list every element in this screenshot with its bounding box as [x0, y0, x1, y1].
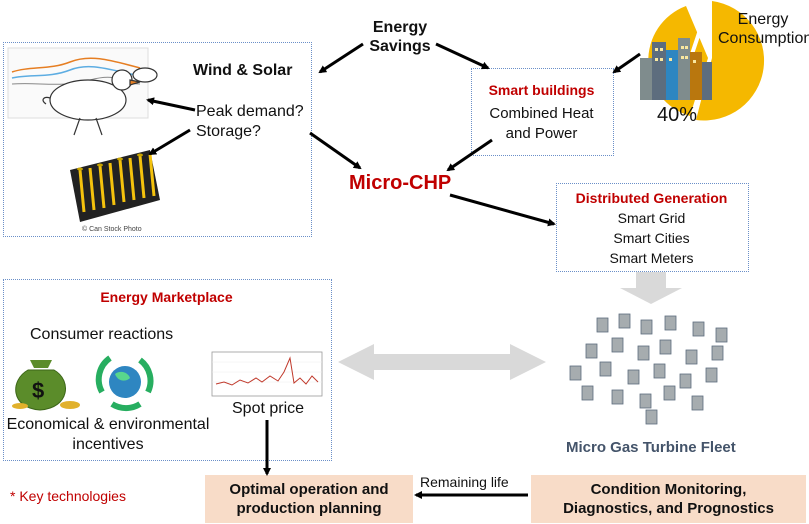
condition-monitoring-box [531, 475, 806, 523]
consumer-reactions-label: Consumer reactions [30, 326, 174, 343]
photo-credit: © Can Stock Photo [82, 226, 142, 233]
energy-savings-label: Energy Savings [369, 19, 431, 55]
micro-turbine-fleet-icons [569, 313, 728, 425]
wind-solar-title: Wind & Solar [193, 62, 293, 79]
optimal-operation-label: Optimal operation and production plannin… [229, 481, 389, 517]
key-technologies-note: * Key technologies [10, 488, 126, 504]
smart-buildings-panel [471, 68, 614, 156]
distributed-item-smart-cities: Smart Cities [613, 230, 690, 246]
remaining-life-label: Remaining life [420, 474, 509, 490]
distributed-to-fleet-arrow [620, 272, 682, 304]
duck-curve-cartoon [42, 67, 158, 136]
distributed-item-smart-meters: Smart Meters [609, 250, 694, 266]
city-buildings-icon [640, 38, 712, 100]
energy-marketplace-title: Energy Marketplace [100, 289, 233, 305]
micro-gas-turbine-fleet-label: Micro Gas Turbine Fleet [566, 439, 736, 456]
smart-buildings-line1: Combined Heat [489, 105, 594, 122]
incentives-line2: incentives [72, 436, 144, 453]
spot-price-label: Spot price [232, 400, 305, 417]
marketplace-fleet-link-arrow [338, 344, 546, 380]
consumption-percentage: 40% [657, 104, 698, 126]
smart-buildings-title: Smart buildings [488, 82, 595, 98]
energy-consumption-label: Energy Consumption [718, 11, 809, 47]
condition-monitoring-label: Condition Monitoring, Diagnostics, and P… [563, 481, 774, 517]
distributed-generation-title: Distributed Generation [575, 190, 728, 206]
micro-chp-label: Micro-CHP [349, 172, 452, 194]
money-bag-icon: $ [12, 360, 80, 411]
distributed-generation-panel [556, 183, 749, 272]
svg-text:$: $ [32, 378, 44, 403]
smart-buildings-line2: and Power [505, 125, 578, 142]
incentives-line1: Economical & environmental [6, 416, 210, 433]
optimal-operation-box [205, 475, 413, 523]
recycle-globe-icon [95, 355, 154, 412]
spot-price-chart [211, 351, 323, 397]
battery-bank-icon [70, 150, 160, 222]
distributed-item-smart-grid: Smart Grid [617, 210, 686, 226]
flow-arrows [146, 42, 641, 499]
storage-question: Storage? [196, 123, 261, 140]
peak-demand-question: Peak demand? [196, 103, 304, 120]
